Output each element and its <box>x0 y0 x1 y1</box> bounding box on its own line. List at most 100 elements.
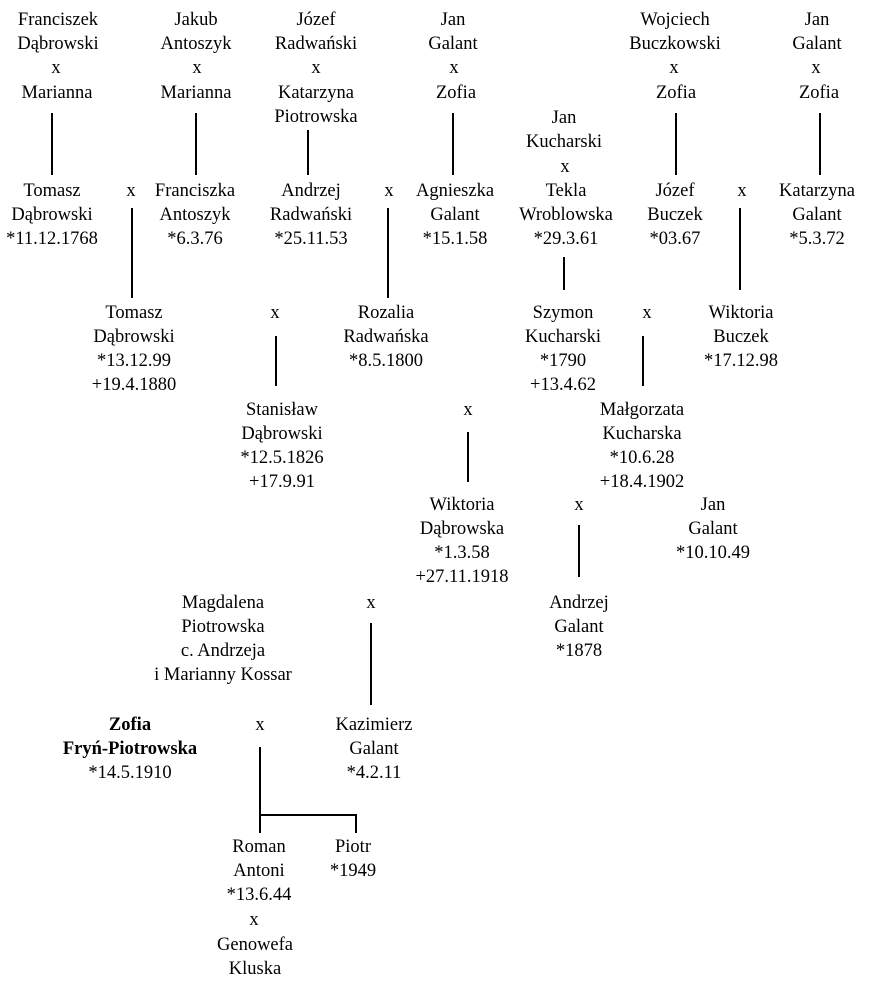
person-dates: *1949 <box>329 861 377 881</box>
person-katarzyna-galant: Katarzyna Galant *5.3.72 <box>779 179 855 251</box>
person-dates: *5.3.72 <box>789 229 845 249</box>
person-name: Józef <box>296 10 336 30</box>
person-szymon-kucharski: Szymon Kucharski *1790 +13.4.62 <box>525 301 601 397</box>
person-jan-galant: Jan Galant *10.10.49 <box>676 493 750 565</box>
person-marianna: Marianna <box>22 81 93 105</box>
person-stanislaw-dabrowski: Stanisław Dąbrowski *12.5.1826 +17.9.91 <box>240 398 323 494</box>
marriage-symbol: x <box>669 58 679 78</box>
person-name: Piotrowska <box>181 617 265 637</box>
person-dates: +27.11.1918 <box>415 567 509 587</box>
person-name: Galant <box>792 34 842 54</box>
descent-line <box>563 257 565 290</box>
person-name: Józef <box>655 181 695 201</box>
person-jan-galant: Jan Galant <box>428 8 477 56</box>
person-dates: *25.11.53 <box>274 229 348 249</box>
descent-line <box>259 747 261 833</box>
person-franciszka-antoszyk: Franciszka Antoszyk *6.3.76 <box>155 179 235 251</box>
descent-line <box>131 208 133 298</box>
marriage-symbol: x <box>449 58 459 78</box>
person-name: Katarzyna <box>778 181 856 201</box>
person-wiktoria-dabrowska: Wiktoria Dąbrowska *1.3.58 +27.11.1918 <box>416 493 509 589</box>
marriage-symbol: x <box>463 400 473 420</box>
person-name: Marianna <box>160 83 232 103</box>
person-zofia: Zofia <box>436 81 476 105</box>
person-dates: *03.67 <box>649 229 701 249</box>
person-piotr: Piotr *1949 <box>330 835 376 883</box>
person-name: Dąbrowski <box>241 424 323 444</box>
person-name: Wroblowska <box>519 205 613 225</box>
person-name: Zofia <box>435 83 477 103</box>
person-dates: *4.2.11 <box>346 763 402 783</box>
person-name: Zofia <box>108 715 152 735</box>
marriage-symbol: x <box>560 157 570 177</box>
person-name: Kucharski <box>525 132 603 152</box>
descent-line <box>307 130 309 175</box>
person-name: Jan <box>700 495 726 515</box>
person-name: Jan <box>804 10 830 30</box>
person-name: Kazimierz <box>335 715 413 735</box>
person-dates: *10.10.49 <box>676 543 750 563</box>
person-katarzyna-piotrowska: Katarzyna Piotrowska <box>274 81 357 129</box>
person-wojciech-buczkowski: Wojciech Buczkowski <box>629 8 720 56</box>
person-dates: *12.5.1826 <box>240 448 324 468</box>
descent-line <box>452 113 454 175</box>
person-name: Kucharski <box>524 327 602 347</box>
person-name: Kucharska <box>602 424 682 444</box>
descent-line <box>195 113 197 175</box>
person-name: Magdalena <box>181 593 265 613</box>
person-dates: *13.12.99 <box>97 351 171 371</box>
person-name: Kluska <box>228 959 282 979</box>
person-name: Buczkowski <box>629 34 721 54</box>
person-dates: *8.5.1800 <box>348 351 423 371</box>
descent-line <box>370 623 372 705</box>
person-name: Piotrowska <box>274 107 358 127</box>
person-jozef-buczek: Józef Buczek *03.67 <box>647 179 702 251</box>
marriage-symbol: x <box>811 58 821 78</box>
person-name: Galant <box>428 34 478 54</box>
person-malgorzata-kucharska: Małgorzata Kucharska *10.6.28 +18.4.1902 <box>600 398 684 494</box>
person-dates: *29.3.61 <box>533 229 599 249</box>
descent-line <box>819 113 821 175</box>
marriage-symbol: x <box>51 58 61 78</box>
person-dates: *1790 <box>539 351 587 371</box>
person-zofia-fryn-piotrowska: Zofia Fryń-Piotrowska *14.5.1910 <box>63 713 197 785</box>
person-name: Marianna <box>21 83 93 103</box>
person-dates: +17.9.91 <box>249 472 315 492</box>
person-name: Katarzyna <box>277 83 354 103</box>
descent-line <box>578 525 580 577</box>
person-marianna: Marianna <box>161 81 232 105</box>
person-name: Genowefa <box>216 935 294 955</box>
marriage-symbol: x <box>192 58 202 78</box>
person-name: Fryń-Piotrowska <box>62 739 198 759</box>
person-dates: *11.12.1768 <box>6 229 98 249</box>
person-tomasz-dabrowski: Tomasz Dąbrowski *13.12.99 +19.4.1880 <box>92 301 176 397</box>
person-name: Dąbrowski <box>93 327 175 347</box>
person-name: Roman <box>232 837 286 857</box>
person-jan-kucharski: Jan Kucharski <box>526 106 602 154</box>
person-wiktoria-buczek: Wiktoria Buczek *17.12.98 <box>704 301 778 373</box>
person-zofia: Zofia <box>799 81 839 105</box>
descent-line <box>387 208 389 298</box>
marriage-symbol: x <box>642 303 652 323</box>
descent-line <box>355 814 357 833</box>
sibling-line <box>259 814 357 816</box>
person-name: Zofia <box>798 83 840 103</box>
person-dates: *1878 <box>555 641 603 661</box>
person-name: Franciszka <box>154 181 236 201</box>
person-dates: +13.4.62 <box>530 375 596 395</box>
marriage-symbol: x <box>255 715 265 735</box>
person-name: Antoszyk <box>159 205 231 225</box>
marriage-symbol: x <box>311 58 321 78</box>
marriage-symbol: x <box>126 181 136 201</box>
person-name: Antoni <box>233 861 285 881</box>
person-name: Andrzej <box>281 181 341 201</box>
person-dates: *10.6.28 <box>609 448 675 468</box>
marriage-symbol: x <box>384 181 394 201</box>
person-tomasz-dabrowski: Tomasz Dąbrowski *11.12.1768 <box>6 179 98 251</box>
descent-line <box>739 208 741 290</box>
person-name: Zofia <box>655 83 697 103</box>
person-dates: *14.5.1910 <box>88 763 172 783</box>
person-parents-note: c. Andrzeja <box>180 641 266 661</box>
person-name: Buczek <box>647 205 703 225</box>
person-name: Wiktoria <box>708 303 774 323</box>
